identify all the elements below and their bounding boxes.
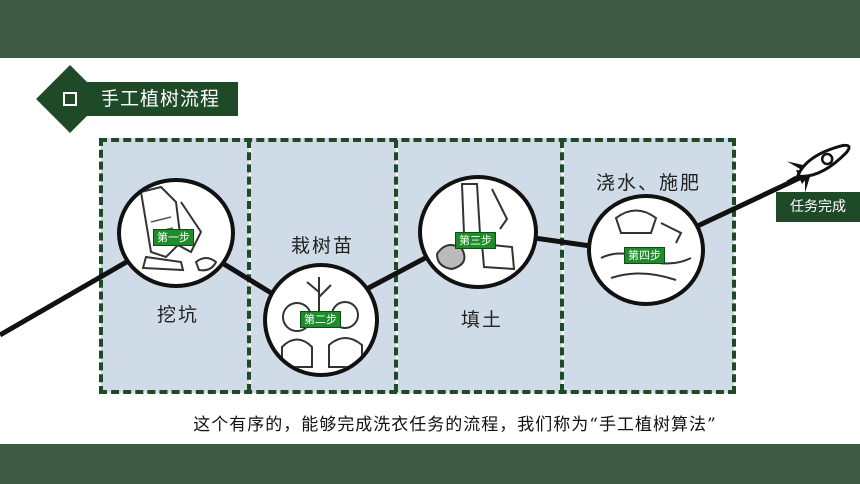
- step-label-2: 栽树苗: [291, 235, 355, 257]
- divider-1: [247, 140, 251, 392]
- step-badge-3: 第三步: [455, 232, 496, 249]
- square-icon: [63, 92, 77, 106]
- caption-text: 这个有序的，能够完成洗衣任务的流程，我们称为“手工植树算法”: [193, 415, 717, 435]
- step-illustration-4: [587, 194, 705, 306]
- header-bar: [0, 0, 860, 58]
- step-label-4: 浇水、施肥: [596, 172, 702, 194]
- step-label-1: 挖坑: [157, 304, 200, 326]
- process-frame: [99, 138, 736, 394]
- divider-2: [394, 140, 398, 392]
- step-label-3: 填土: [461, 309, 504, 331]
- task-complete-label: 任务完成: [776, 192, 860, 222]
- digging-illustration: [139, 185, 218, 272]
- section-title: 手工植树流程: [78, 82, 238, 116]
- footer-bar: [0, 444, 860, 484]
- divider-3: [560, 140, 564, 392]
- step-badge-1: 第一步: [153, 229, 194, 246]
- step-badge-2: 第二步: [300, 311, 341, 328]
- step-badge-4: 第四步: [624, 247, 665, 264]
